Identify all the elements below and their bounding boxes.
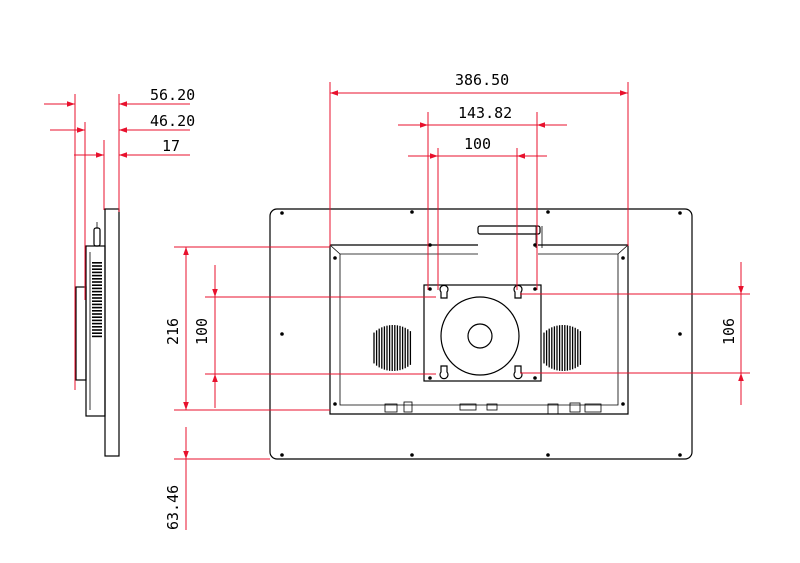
screw-hole — [533, 376, 537, 380]
side-antenna — [93, 222, 101, 247]
vent-slot — [92, 268, 102, 270]
vent-slot — [92, 274, 102, 277]
vent-slot — [92, 294, 102, 296]
rear-inner-panel — [329, 244, 629, 415]
screw-hole — [410, 453, 414, 457]
dim-106: 106 — [720, 318, 738, 345]
left-speaker-grille — [373, 325, 412, 371]
screw-hole — [678, 453, 682, 457]
dim-56-20: 56.20 — [150, 86, 195, 104]
screw-hole — [621, 402, 625, 406]
vent-slot — [92, 303, 102, 306]
screw-hole — [410, 210, 414, 214]
dim-216: 216 — [164, 318, 182, 345]
dim-17: 17 — [162, 137, 180, 155]
vent-slot — [92, 319, 102, 322]
dim-46-20: 46.20 — [150, 112, 195, 130]
side-dimensions: 56.20 46.20 17 — [44, 86, 195, 390]
vent-slot — [92, 326, 102, 328]
vent-slot — [92, 287, 102, 290]
right-speaker-grille — [543, 325, 582, 371]
vent-slot — [92, 262, 102, 264]
screw-hole — [428, 287, 432, 291]
vent-slot — [92, 332, 102, 334]
dim-100-horizontal: 100 — [464, 135, 491, 153]
side-front-bezel — [104, 208, 120, 457]
rear-view — [269, 208, 693, 460]
vent-slot — [92, 281, 102, 283]
vent-slot — [92, 335, 102, 338]
rear-antenna — [477, 225, 543, 248]
dim-386-50: 386.50 — [455, 71, 509, 89]
vesa-mount-plate — [423, 284, 542, 382]
mount-disc — [440, 296, 520, 376]
io-connectors — [384, 401, 602, 415]
side-view — [75, 208, 120, 457]
mount-hub — [467, 323, 493, 349]
screw-hole — [333, 402, 337, 406]
screw-hole — [533, 287, 537, 291]
rear-horizontal-dimensions: 386.50 143.82 100 — [329, 71, 629, 290]
screw-hole — [678, 211, 682, 215]
screw-hole — [280, 332, 284, 336]
side-rear-housing — [85, 245, 106, 417]
screw-hole — [546, 210, 550, 214]
screw-hole — [280, 453, 284, 457]
screw-hole — [428, 243, 432, 247]
screw-hole — [280, 211, 284, 215]
vent-slot — [92, 271, 102, 274]
frame-screw-holes — [280, 210, 682, 457]
vent-slot — [92, 278, 102, 280]
rear-outer-frame — [269, 208, 693, 460]
vent-slot — [92, 329, 102, 331]
screw-hole — [678, 332, 682, 336]
rear-vertical-dimensions: 216 100 106 63.46 — [164, 246, 750, 530]
side-vent-slots — [92, 262, 102, 338]
vent-slot — [92, 284, 102, 286]
side-mount-plate — [75, 286, 87, 381]
screw-hole — [533, 243, 537, 247]
dim-63-46: 63.46 — [164, 485, 182, 530]
vent-slot — [92, 300, 102, 302]
vesa-keyhole-slots — [439, 284, 523, 380]
vent-slot — [92, 306, 102, 309]
vent-slot — [92, 322, 102, 325]
screw-hole — [333, 256, 337, 260]
vent-slot — [92, 297, 102, 299]
vent-slot — [92, 265, 102, 267]
dim-100-vertical: 100 — [193, 318, 211, 345]
vent-slot — [92, 310, 102, 312]
screw-hole — [546, 453, 550, 457]
vent-slot — [92, 313, 102, 315]
dim-143-82: 143.82 — [458, 104, 512, 122]
screw-hole — [621, 256, 625, 260]
vent-slot — [92, 290, 102, 293]
vent-slot — [92, 316, 102, 318]
screw-hole — [428, 376, 432, 380]
